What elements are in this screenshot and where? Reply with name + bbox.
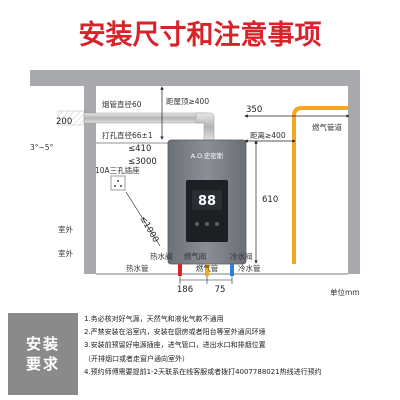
dim-75: 75 <box>215 285 226 295</box>
label-gas-pipe-bottom: 燃气管 <box>196 263 219 273</box>
heater-brand: A.O.史密斯 <box>191 151 224 160</box>
notes-header: 安装要求 <box>8 313 78 395</box>
heater-control-panel <box>186 180 228 242</box>
note-item: 2.严禁安装在浴室内，安装在厨房或者阳台等室外通风环境 <box>84 328 266 337</box>
outlet-hole <box>120 185 122 187</box>
label-drill-diameter: 打孔直径66±1 <box>102 130 153 140</box>
page-title: 安装尺寸和注意事项 <box>79 19 322 51</box>
ceiling-wall <box>30 70 360 86</box>
notes-header-text: 安装要求 <box>25 335 60 373</box>
left-wall <box>84 86 96 274</box>
dim-610: 610 <box>262 195 278 205</box>
flue-elbow <box>195 112 215 141</box>
outlet-hole <box>117 180 119 182</box>
heater-display <box>192 190 222 210</box>
label-cold-pipe: 冷水管 <box>238 263 261 273</box>
dim-1000: ≤1000 <box>137 215 160 245</box>
heater-display-value: 88 <box>198 194 216 209</box>
dim-410: ≤410 <box>128 144 151 154</box>
label-flue-diameter: 烟管直径60 <box>102 99 142 109</box>
label-ceiling-top: 距屋顶≥400 <box>166 97 209 106</box>
label-hot-pipe: 热水管 <box>126 263 149 273</box>
heater-button <box>195 222 199 226</box>
flue-pipe <box>83 112 207 124</box>
dim-186: 186 <box>177 285 193 295</box>
power-outlet <box>110 175 126 191</box>
label-slope: 3°~5° <box>30 143 54 152</box>
dim-350: 350 <box>246 105 262 115</box>
label-hot-valve: 热水阀 <box>150 251 173 261</box>
note-item: （开排烟口或者走窗户通向室外） <box>84 354 189 363</box>
installation-notes: 安装要求 1.务必核对好气源，天然气和液化气款不通用 2.严禁安装在浴室内，安装… <box>0 308 400 400</box>
right-wall <box>348 86 360 274</box>
cold-pipe <box>230 264 234 276</box>
label-unit: 单位mm <box>330 287 360 297</box>
hot-pipe <box>178 264 182 276</box>
label-outdoor-bottom: 室外 <box>58 248 73 258</box>
gas-inlet <box>205 264 209 276</box>
dim-1000-line <box>125 191 161 247</box>
notes-list: 1.务必核对好气源，天然气和液化气款不通用 2.严禁安装在浴室内，安装在厨房或者… <box>84 313 398 379</box>
dim-3000: ≤3000 <box>128 157 157 167</box>
heater-button <box>205 222 209 226</box>
note-item: 4.预约师傅需要提前1-2天联系在线客服或者拨打4007788021热线进行预约 <box>84 367 322 376</box>
label-outdoor-top: 室外 <box>58 224 73 234</box>
label-cold-valve: 冷水阀 <box>230 251 253 261</box>
outlet-hole <box>114 185 116 187</box>
installation-diagram: 安装尺寸和注意事项 88 A.O.史密斯 距屋顶≥400 350 距离≥400 … <box>30 19 360 297</box>
label-gas-valve: 燃气阀 <box>184 251 207 261</box>
note-item: 3.安装前预留好电源插座，进气管口，进出水口和排烟位置 <box>84 341 266 350</box>
note-item: 1.务必核对好气源，天然气和液化气款不通用 <box>84 315 224 323</box>
label-outlet: 10A三孔插座 <box>95 165 140 175</box>
dim-200: 200 <box>56 117 72 127</box>
label-right-top: 距离≥400 <box>250 130 286 140</box>
label-gas-pipe: 燃气管道 <box>312 122 342 132</box>
heater-button <box>215 222 219 226</box>
